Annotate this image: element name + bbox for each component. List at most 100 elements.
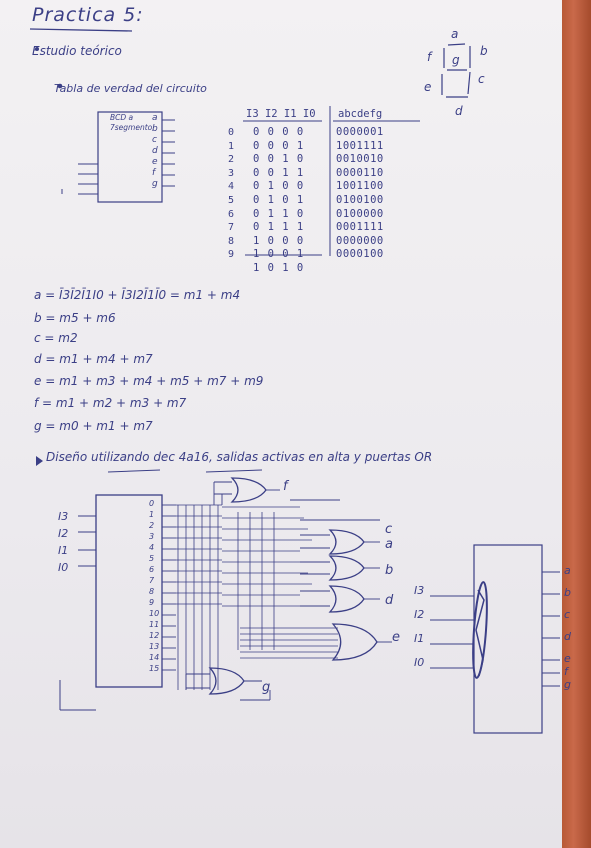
gate-output-g: g	[262, 680, 271, 695]
bcd-output-c: c	[152, 135, 157, 145]
equation-b: b = m5 + m6	[34, 311, 116, 325]
block-input-I2: I2	[414, 608, 425, 621]
equation-c: c = m2	[34, 331, 78, 345]
decoder-output-8: 8	[149, 587, 155, 596]
row-index: 8	[228, 235, 235, 247]
decoder-output-15: 15	[149, 664, 160, 673]
gate-output-b: b	[385, 563, 394, 578]
output-row: 0000100	[336, 248, 384, 261]
section-theory: Estudio teórico	[32, 44, 122, 58]
input-row: 0 1 1 0	[253, 207, 305, 220]
block-input-I3: I3	[414, 584, 425, 597]
decoder-output-7: 7	[149, 576, 155, 585]
subsection-truth-table: Tabla de verdad del circuito	[54, 82, 207, 95]
decoder-output-0: 0	[149, 499, 155, 508]
block-output-g: g	[564, 678, 571, 691]
block-output-f: f	[564, 665, 568, 678]
bcd-output-d: d	[152, 146, 158, 156]
block-output-b: b	[564, 586, 571, 599]
decoder-output-3: 3	[149, 532, 155, 541]
bcd-label-2: 7segmento	[110, 123, 153, 132]
input-row: 1 0 1 0	[253, 261, 305, 274]
or-gate	[331, 623, 378, 661]
gate-output-a: a	[385, 537, 393, 552]
block-output-d: d	[564, 630, 571, 643]
decoder-output-10: 10	[149, 609, 160, 618]
block-output-e: e	[564, 652, 571, 665]
output-row: 1001100	[336, 180, 384, 193]
row-index: 9	[228, 249, 235, 261]
row-index: 0	[228, 127, 235, 138]
decoder-output-9: 9	[149, 598, 155, 607]
decoder-input-I2: I2	[58, 527, 69, 540]
row-index: 1	[228, 140, 235, 152]
block-input-I0: I0	[414, 656, 425, 669]
segment-b-label: b	[480, 44, 488, 58]
or-gate	[328, 555, 365, 581]
equation-a: a = Ī3Ī2Ī1I0 + Ī3I2Ī1Ī0 = m1 + m4	[34, 288, 241, 302]
gate-output-d: d	[385, 593, 394, 608]
row-index: 4	[228, 181, 235, 193]
input-row: 0 1 1 1	[253, 221, 305, 234]
input-row: 0 0 1 0	[253, 153, 305, 166]
input-row: 0 0 1 1	[253, 166, 305, 179]
input-row: 0 1 0 0	[253, 180, 305, 193]
block-output-a: a	[564, 564, 571, 577]
decoder-output-12: 12	[149, 631, 160, 640]
bcd-label-1: BCD a	[110, 113, 134, 122]
truth-table-output-header: abcdefg	[338, 108, 383, 120]
input-row: 0 0 0 1	[253, 139, 305, 152]
block-output-c: c	[564, 608, 571, 621]
truth-table-input-header: I3 I2 I1 I0	[246, 108, 316, 120]
equation-d: d = m1 + m4 + m7	[34, 352, 153, 366]
segment-c-label: c	[478, 72, 485, 86]
decoder-output-11: 11	[149, 620, 160, 629]
segment-f-label: f	[427, 50, 432, 64]
row-index: 6	[228, 208, 235, 220]
output-row: 0001111	[336, 221, 384, 234]
row-index: 5	[228, 194, 235, 206]
equation-e: e = m1 + m3 + m4 + m5 + m7 + m9	[34, 374, 264, 388]
output-row: 0000110	[336, 166, 384, 179]
decoder-output-5: 5	[149, 554, 155, 563]
decoder-input-I3: I3	[58, 510, 69, 523]
bcd-output-b: b	[152, 124, 158, 134]
decoder-output-4: 4	[149, 543, 155, 552]
notebook-page	[0, 0, 562, 848]
or-gate	[208, 667, 245, 695]
block-input-I1: I1	[414, 632, 425, 645]
or-gate	[230, 477, 267, 503]
equation-g: g = m0 + m1 + m7	[34, 419, 153, 433]
decoder-input-I1: I1	[58, 544, 69, 557]
equation-f: f = m1 + m2 + m3 + m7	[34, 396, 187, 410]
bcd-output-f: f	[152, 168, 156, 178]
output-row: 1001111	[336, 139, 384, 152]
gate-output-e: e	[392, 630, 400, 645]
input-row: 1 0 0 1	[253, 248, 305, 261]
input-row: 1 0 0 0	[253, 234, 305, 247]
input-row: 0 0 0 0	[253, 126, 305, 138]
or-gate	[328, 585, 365, 613]
gate-output-f: f	[283, 479, 288, 494]
output-row: 0000001	[336, 126, 384, 138]
output-row: 0010010	[336, 153, 384, 166]
segment-a-label: a	[451, 27, 459, 41]
row-index: 7	[228, 222, 235, 234]
output-row: 0100000	[336, 207, 384, 220]
gate-output-c: c	[385, 522, 393, 537]
decoder-output-13: 13	[149, 642, 160, 651]
decoder-output-6: 6	[149, 565, 155, 574]
output-row: 0100100	[336, 193, 384, 206]
decoder-output-14: 14	[149, 653, 160, 662]
output-row: 0000000	[336, 234, 384, 247]
decoder-output-2: 2	[149, 521, 155, 530]
